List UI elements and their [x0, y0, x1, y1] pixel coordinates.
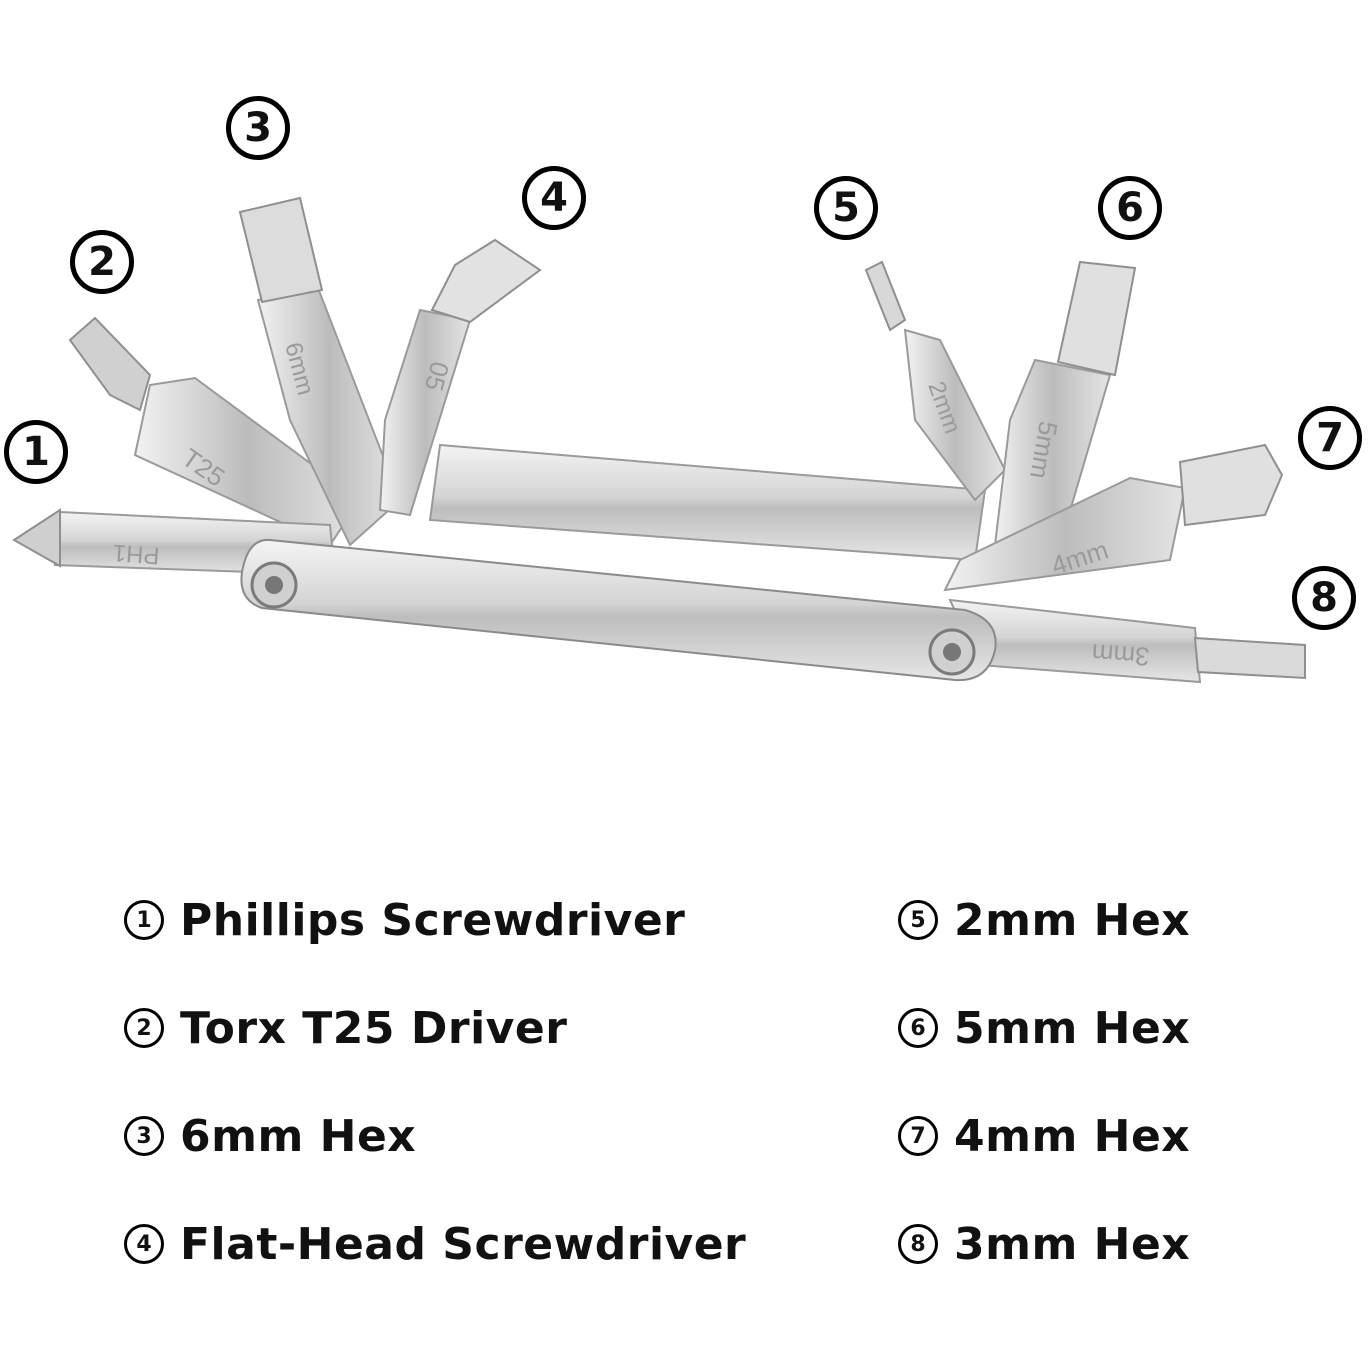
engraving-3mm: 3mm	[1091, 638, 1151, 672]
callout-7: 7	[1298, 406, 1362, 470]
legend-item-6: 6 5mm Hex	[898, 998, 1190, 1058]
legend-item-7: 7 4mm Hex	[898, 1106, 1190, 1166]
bit-torx-t25: T25	[68, 316, 362, 547]
pivot-bolt-right	[928, 628, 976, 676]
legend-number: 4	[124, 1224, 164, 1264]
callout-3: 3	[226, 96, 290, 160]
callout-8: 8	[1292, 566, 1356, 630]
front-side-plate	[240, 538, 997, 682]
legend-label: 4mm Hex	[954, 1110, 1191, 1162]
legend-label: 6mm Hex	[180, 1110, 417, 1162]
legend-label: Torx T25 Driver	[180, 1002, 568, 1054]
legend-label: 2mm Hex	[954, 894, 1191, 946]
legend-number: 6	[898, 1008, 938, 1048]
bit-hex-3mm: 3mm	[948, 598, 1306, 684]
legend-label: Flat-Head Screwdriver	[180, 1218, 747, 1270]
bit-flat-head: 05	[378, 238, 542, 517]
callout-6: 6	[1098, 176, 1162, 240]
legend-number: 3	[124, 1116, 164, 1156]
legend-item-5: 5 2mm Hex	[898, 890, 1190, 950]
legend-number: 8	[898, 1224, 938, 1264]
legend-label: 5mm Hex	[954, 1002, 1191, 1054]
legend-item-4: 4 Flat-Head Screwdriver	[124, 1214, 746, 1274]
legend-item-2: 2 Torx T25 Driver	[124, 998, 567, 1058]
callout-2: 2	[70, 230, 134, 294]
legend-number: 1	[124, 900, 164, 940]
legend-item-8: 8 3mm Hex	[898, 1214, 1190, 1274]
bit-hex-5mm: 5mm	[993, 260, 1137, 546]
legend-item-1: 1 Phillips Screwdriver	[124, 890, 685, 950]
engraving-ph1: PH1	[112, 539, 160, 569]
legend: 1 Phillips Screwdriver 2 Torx T25 Driver…	[0, 860, 1368, 1320]
legend-number: 7	[898, 1116, 938, 1156]
legend-number: 5	[898, 900, 938, 940]
legend-label: 3mm Hex	[954, 1218, 1191, 1270]
back-side-plate	[428, 443, 987, 562]
legend-item-3: 3 6mm Hex	[124, 1106, 416, 1166]
multi-tool-illustration: T25 6mm 05 2mm 5mm 4mm 3mm PH1	[12, 196, 1306, 684]
bit-hex-4mm: 4mm	[943, 443, 1284, 592]
callout-5: 5	[814, 176, 878, 240]
bit-hex-2mm: 2mm	[864, 260, 1007, 502]
callout-4: 4	[522, 166, 586, 230]
bit-hex-6mm: 6mm	[238, 196, 402, 547]
legend-label: Phillips Screwdriver	[180, 894, 686, 946]
callout-1: 1	[4, 420, 68, 484]
legend-number: 2	[124, 1008, 164, 1048]
pivot-bolt-left	[250, 561, 298, 609]
